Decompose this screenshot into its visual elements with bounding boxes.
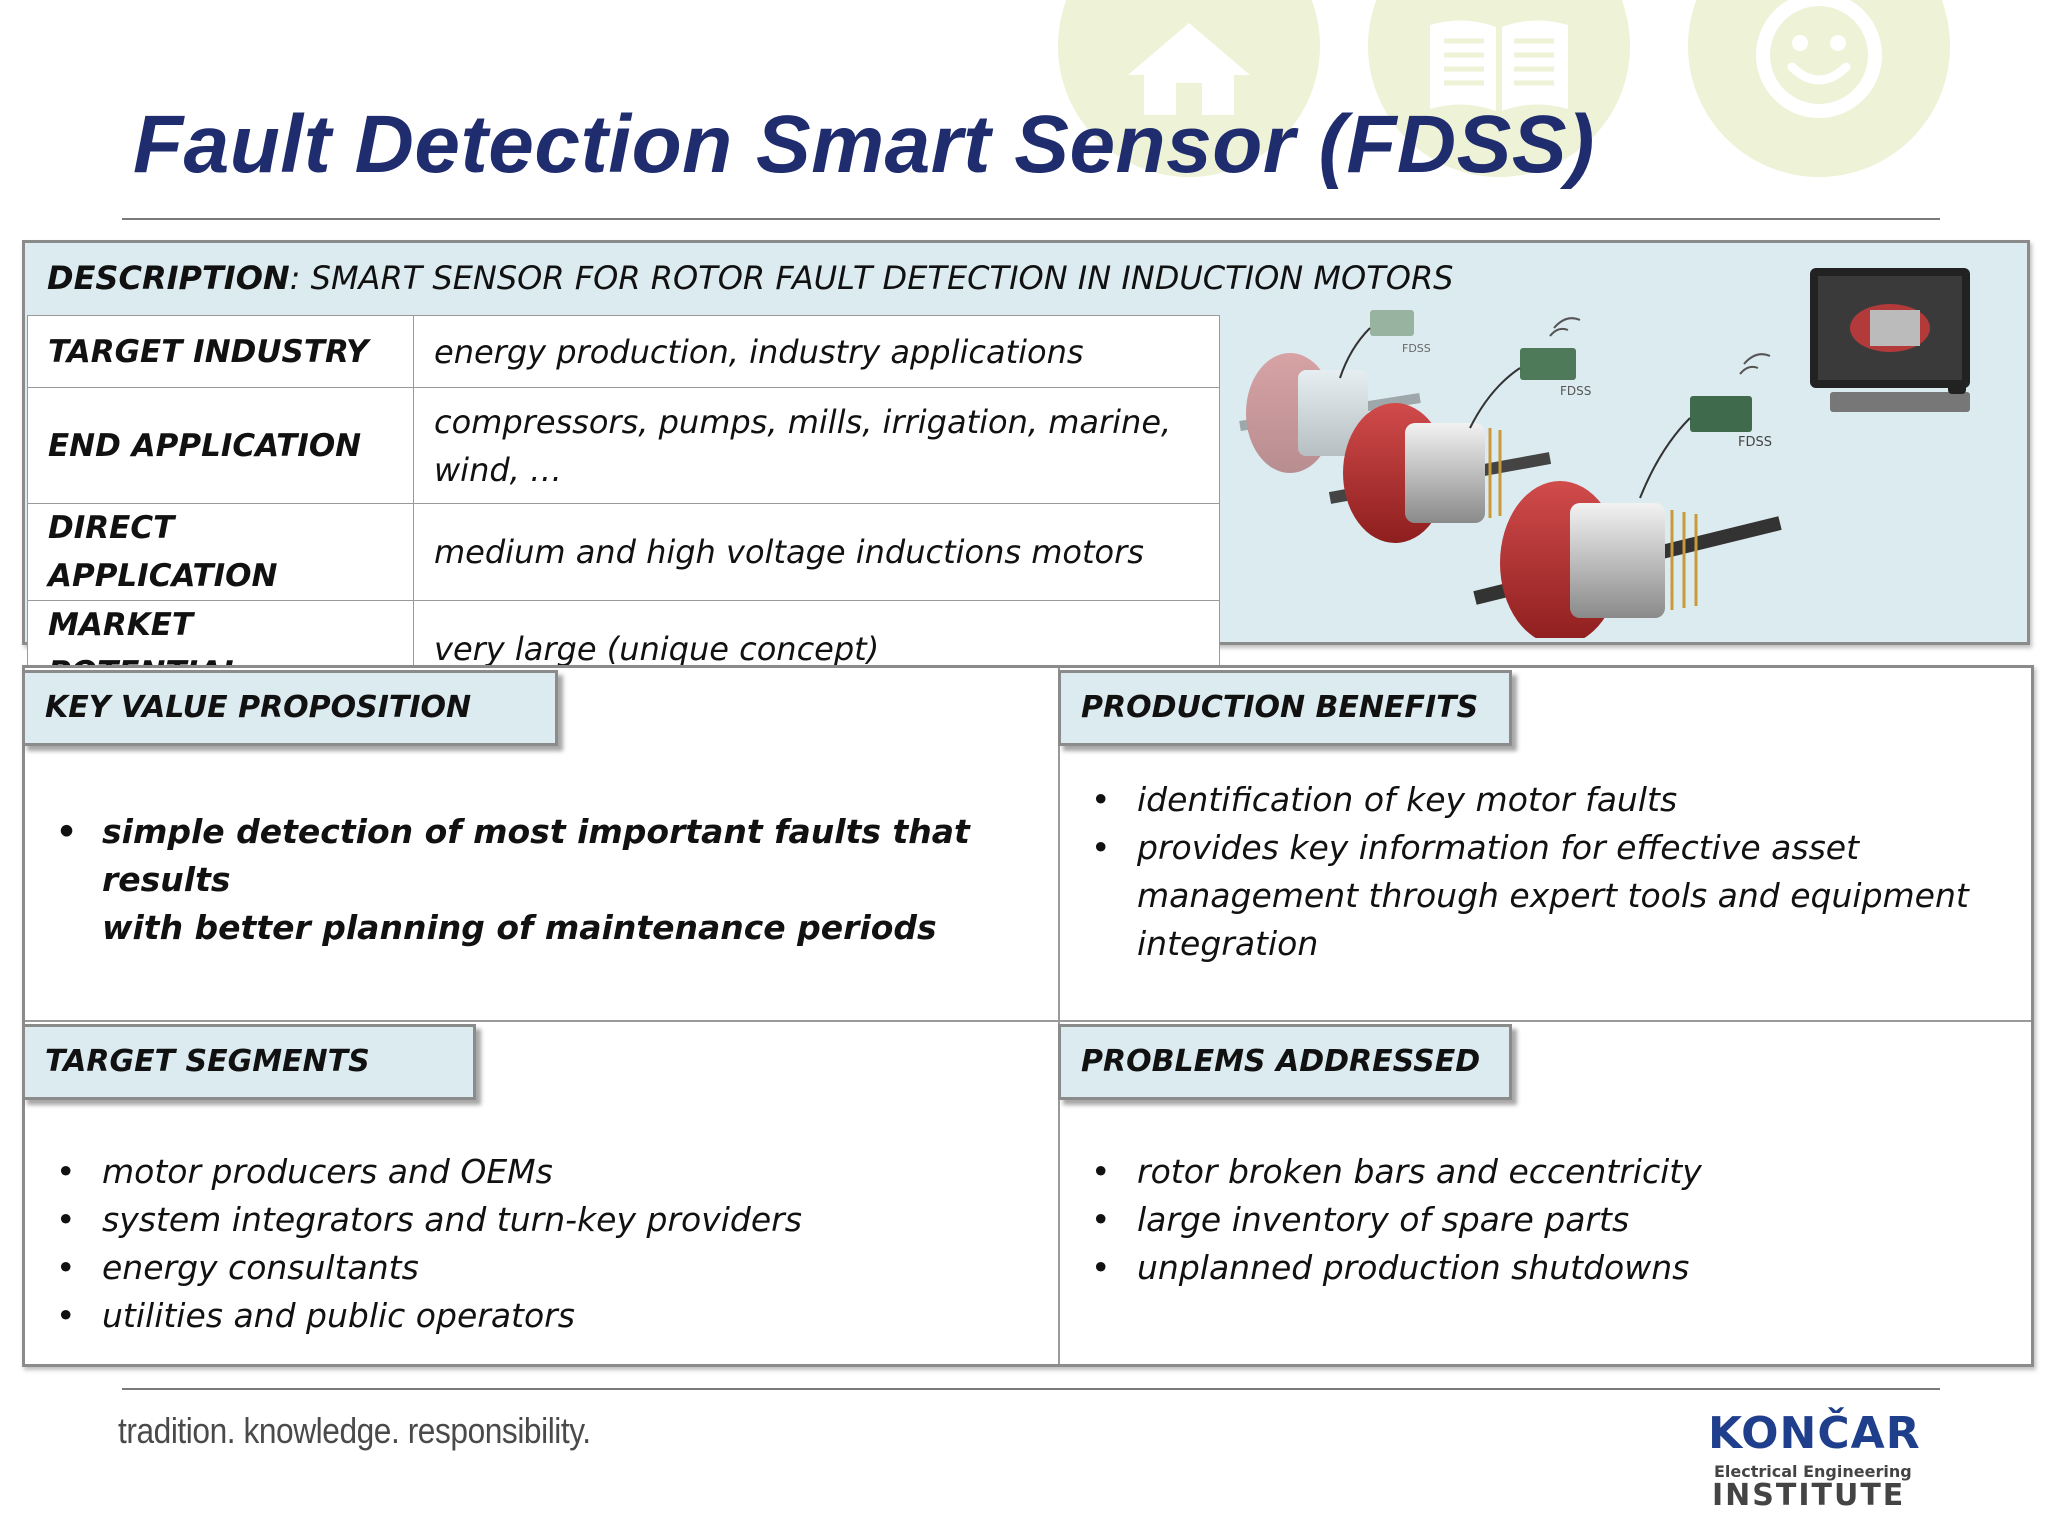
fdss-illustration: FDSS FDSS FDSS bbox=[1239, 268, 1970, 638]
list-item-line: integration bbox=[1137, 924, 1319, 963]
list-item: energy consultants bbox=[56, 1244, 1062, 1292]
home-icon bbox=[1058, 0, 1320, 177]
target-segments-list: motor producers and OEMs system integrat… bbox=[50, 1148, 1062, 1340]
page-title: Fault Detection Smart Sensor (FDSS) bbox=[133, 99, 1595, 190]
list-item: unplanned production shutdowns bbox=[1091, 1244, 2048, 1292]
footer-slogan: tradition. knowledge. responsibility. bbox=[118, 1410, 591, 1451]
book-icon bbox=[1368, 0, 1630, 177]
sensor-board-icon: FDSS FDSS FDSS bbox=[1370, 310, 1772, 450]
monitor-icon bbox=[1810, 268, 1970, 412]
logo-subtitle: Electrical Engineering bbox=[1714, 1462, 1912, 1481]
info-key: DIRECT APPLICATION bbox=[27, 503, 414, 601]
info-table: TARGET INDUSTRY energy production, indus… bbox=[27, 315, 1220, 698]
motor-image bbox=[1239, 353, 1421, 473]
list-item: utilities and public operators bbox=[56, 1292, 1062, 1340]
info-value-line: wind, … bbox=[434, 450, 562, 489]
sensor-label: FDSS bbox=[1738, 435, 1772, 450]
logo-institute: INSTITUTE bbox=[1712, 1478, 1906, 1513]
list-item: large inventory of spare parts bbox=[1091, 1196, 2048, 1244]
table-row: TARGET INDUSTRY energy production, indus… bbox=[27, 315, 1220, 388]
production-benefits-heading: PRODUCTION BENEFITS bbox=[1058, 670, 1512, 746]
info-value: medium and high voltage inductions motor… bbox=[413, 503, 1220, 601]
list-item-line: provides key information for effective a… bbox=[1137, 828, 1860, 867]
production-benefits-list: identification of key motor faults provi… bbox=[1085, 776, 2048, 968]
description-text: : SMART SENSOR FOR ROTOR FAULT DETECTION… bbox=[289, 259, 1454, 297]
sensor-label: FDSS bbox=[1560, 384, 1591, 398]
info-value-line: compressors, pumps, mills, irrigation, m… bbox=[434, 402, 1172, 441]
table-row: DIRECT APPLICATION medium and high volta… bbox=[27, 503, 1220, 601]
key-value-proposition-heading: KEY VALUE PROPOSITION bbox=[22, 670, 558, 746]
wireless-icon bbox=[1549, 317, 1771, 375]
description-label: DESCRIPTION bbox=[47, 259, 290, 297]
list-item-line: simple detection of most important fault… bbox=[102, 812, 970, 899]
motor-image bbox=[1328, 403, 1552, 543]
list-item: rotor broken bars and eccentricity bbox=[1091, 1148, 2048, 1196]
list-item: system integrators and turn-key provider… bbox=[56, 1196, 1062, 1244]
grid-divider bbox=[1058, 668, 1060, 1364]
list-item-line: with better planning of maintenance peri… bbox=[102, 908, 937, 947]
koncar-logo: KONČAR bbox=[1708, 1408, 1921, 1459]
list-item: provides key information for effective a… bbox=[1091, 824, 2048, 968]
problems-addressed-list: rotor broken bars and eccentricity large… bbox=[1085, 1148, 2048, 1292]
info-key: END APPLICATION bbox=[27, 387, 414, 504]
info-value: compressors, pumps, mills, irrigation, m… bbox=[413, 387, 1220, 504]
problems-addressed-heading: PROBLEMS ADDRESSED bbox=[1058, 1024, 1512, 1100]
title-divider bbox=[122, 218, 1940, 220]
list-item: motor producers and OEMs bbox=[56, 1148, 1062, 1196]
list-item: simple detection of most important fault… bbox=[56, 808, 1062, 952]
key-value-proposition-list: simple detection of most important fault… bbox=[50, 808, 1062, 952]
motor-image bbox=[1473, 481, 1782, 638]
target-segments-heading: TARGET SEGMENTS bbox=[22, 1024, 476, 1100]
sensor-cable bbox=[1339, 327, 1691, 499]
smiley-icon bbox=[1688, 0, 1950, 177]
table-row: END APPLICATION compressors, pumps, mill… bbox=[27, 387, 1220, 504]
list-item-line: management through expert tools and equi… bbox=[1137, 876, 1969, 915]
list-item: identification of key motor faults bbox=[1091, 776, 2048, 824]
grid-divider bbox=[25, 1020, 2031, 1022]
info-value: energy production, industry applications bbox=[413, 315, 1220, 388]
info-key: TARGET INDUSTRY bbox=[27, 315, 414, 388]
footer-divider bbox=[122, 1388, 1940, 1390]
sensor-label: FDSS bbox=[1402, 342, 1431, 355]
description-line: DESCRIPTION: SMART SENSOR FOR ROTOR FAUL… bbox=[47, 259, 1453, 297]
